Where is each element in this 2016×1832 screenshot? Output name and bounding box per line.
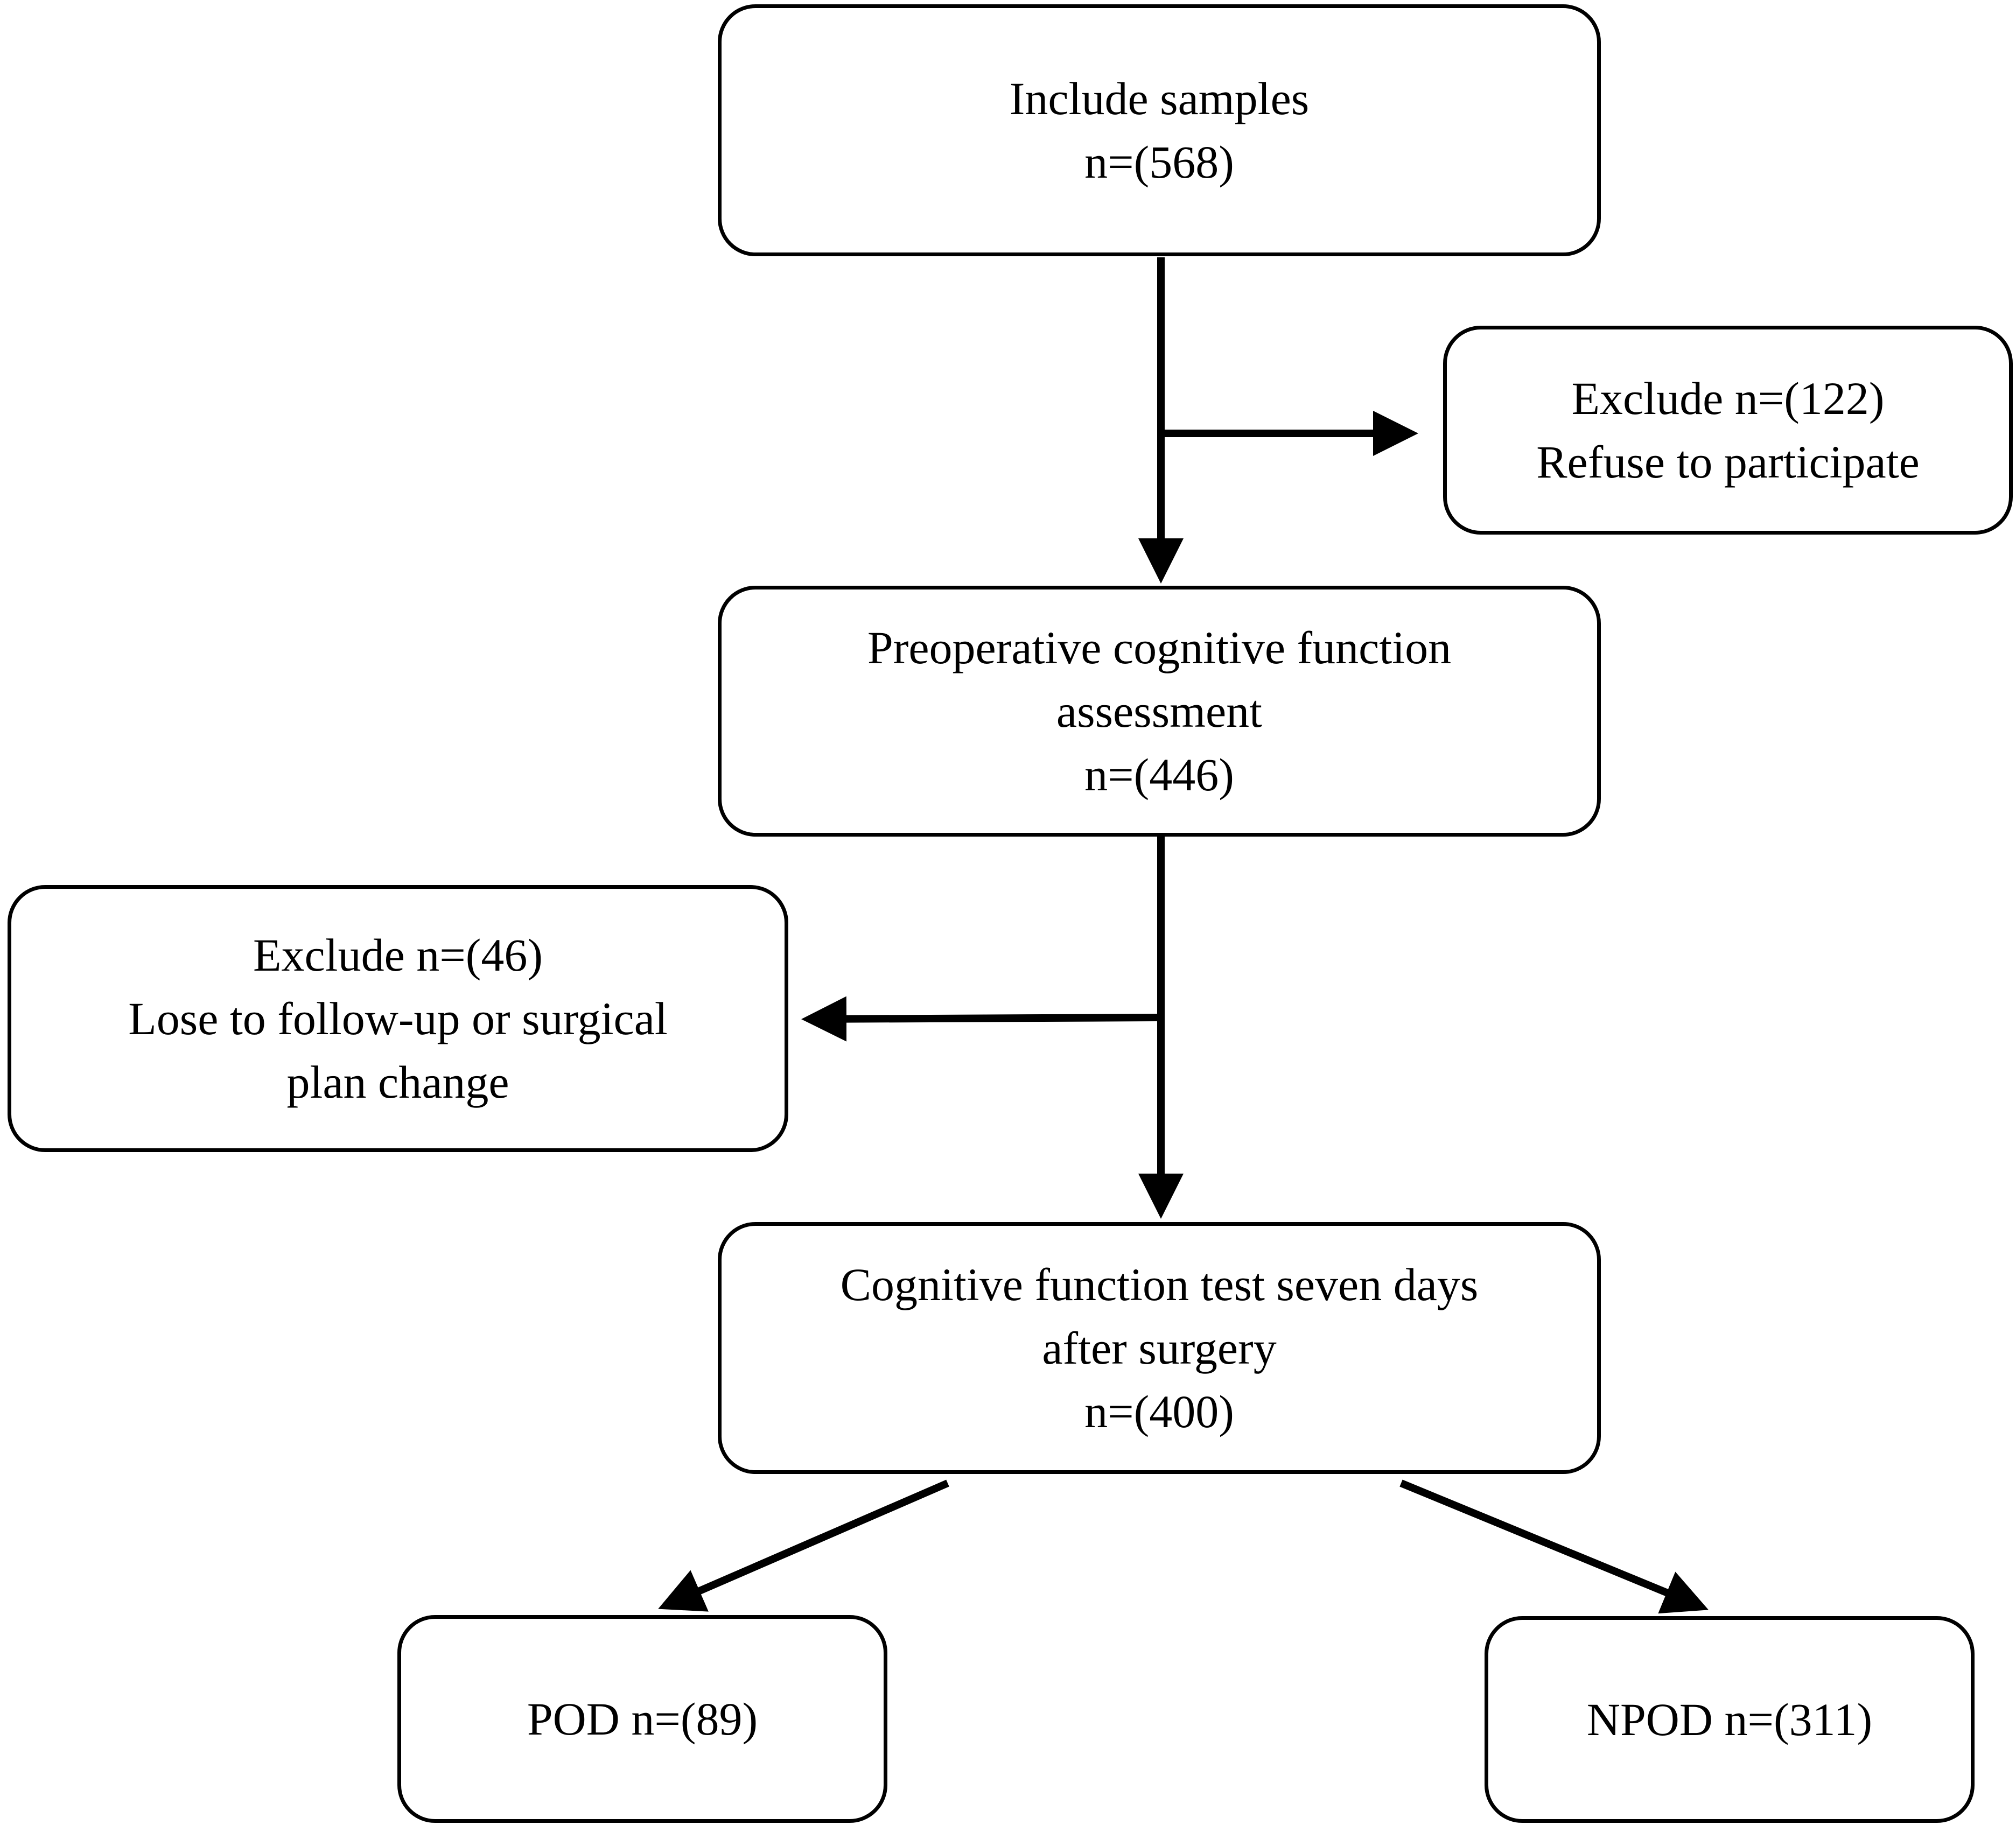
node-postoperative-test: Cognitive function test seven days after…: [718, 1222, 1601, 1474]
node-include-line-2: n=(568): [1084, 136, 1234, 188]
node-include-samples: Include samples n=(568): [718, 4, 1601, 256]
node-exclude-refuse: Exclude n=(122) Refuse to participate: [1443, 326, 2013, 535]
node-npod: NPOD n=(311): [1485, 1616, 1975, 1823]
edge-preop-to-exclude2: [801, 996, 1161, 1042]
node-include-line-1: Include samples: [1009, 73, 1310, 124]
node-preop-line-3: n=(446): [1084, 749, 1234, 801]
node-preop-line-2: assessment: [1056, 685, 1263, 737]
node-preoperative-assessment: Preoperative cognitive function assessme…: [718, 586, 1601, 837]
node-postop-line-3: n=(400): [1084, 1386, 1234, 1437]
node-postop-line-2: after surgery: [1042, 1322, 1277, 1374]
node-postop-line-1: Cognitive function test seven days: [840, 1259, 1479, 1310]
node-npod-label: NPOD n=(311): [1586, 1694, 1873, 1745]
node-pod: POD n=(89): [397, 1615, 887, 1823]
edge-postop-to-pod: [658, 1479, 949, 1612]
node-exclude2-line-3: plan change: [286, 1056, 509, 1108]
node-exclude2-line-1: Exclude n=(46): [253, 929, 543, 981]
node-exclude1-line-1: Exclude n=(122): [1571, 373, 1885, 424]
node-exclude-lost-followup: Exclude n=(46) Lose to follow-up or surg…: [8, 885, 788, 1152]
edge-postop-to-npod: [1399, 1479, 1709, 1614]
node-exclude2-line-2: Lose to follow-up or surgical: [128, 993, 668, 1044]
node-pod-label: POD n=(89): [527, 1693, 758, 1745]
node-exclude1-line-2: Refuse to participate: [1536, 436, 1920, 488]
node-preop-line-1: Preoperative cognitive function: [867, 622, 1452, 673]
